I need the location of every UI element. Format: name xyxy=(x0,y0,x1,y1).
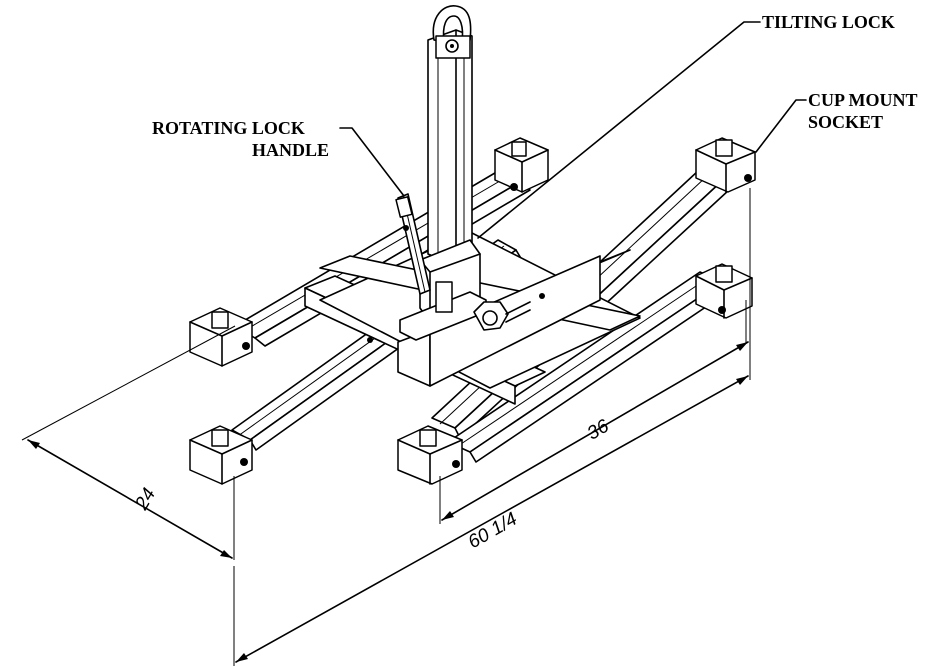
socket-label: SOCKET xyxy=(808,112,884,132)
rotating-lock-handle xyxy=(395,193,431,295)
rotating-lock-handle-label: HANDLE xyxy=(252,140,330,160)
leader-lines xyxy=(339,21,807,239)
dimension-overall-length: 60 1/4 xyxy=(465,509,521,554)
cup-socket-front-left-far xyxy=(189,307,253,367)
dimension-lines xyxy=(21,188,751,666)
tilting-lock-label: TILTING LOCK xyxy=(762,12,895,32)
lifting-eye-icon xyxy=(432,5,472,59)
mast xyxy=(399,29,487,341)
cup-mount-label: CUP MOUNT xyxy=(808,90,918,110)
dimension-width: 24 xyxy=(131,485,160,515)
cup-socket-mid-right xyxy=(695,263,753,319)
cup-socket-front-left xyxy=(189,425,253,485)
hex-knob-icon xyxy=(473,301,531,331)
cup-socket-back-right xyxy=(695,137,756,193)
cup-socket-front-right xyxy=(397,425,463,485)
dimension-socket-spacing: 36 xyxy=(584,416,613,445)
cup-socket-back-left xyxy=(494,137,549,193)
rotating-lock-label: ROTATING LOCK xyxy=(152,118,305,138)
